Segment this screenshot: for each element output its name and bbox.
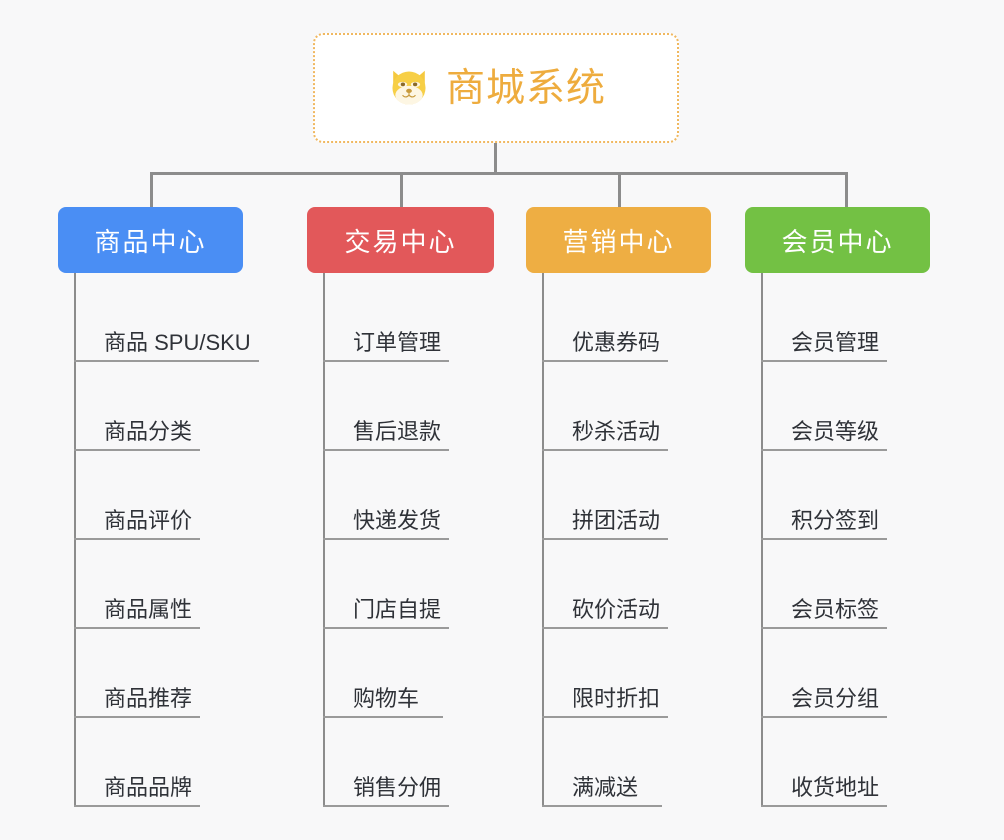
- leaf-label: 购物车: [323, 688, 443, 718]
- leaf-label: 秒杀活动: [542, 421, 669, 451]
- branch-title-2: 交易中心: [344, 226, 457, 257]
- branch-spine-4: [761, 273, 763, 807]
- list-item[interactable]: 销售分佣: [323, 718, 538, 807]
- list-item[interactable]: 会员分组: [761, 629, 961, 718]
- leaf-label: 砍价活动: [542, 599, 669, 629]
- list-item[interactable]: 商品 SPU/SKU: [74, 273, 314, 362]
- leaf-label: 限时折扣: [542, 688, 669, 718]
- list-item[interactable]: 会员等级: [761, 362, 961, 451]
- leaf-label: 收货地址: [761, 777, 888, 807]
- leaf-label: 商品 SPU/SKU: [74, 332, 259, 362]
- branch-spine-1: [74, 273, 76, 807]
- leaf-label: 积分签到: [761, 510, 888, 540]
- leaf-label: 商品分类: [74, 421, 201, 451]
- list-item[interactable]: 满减送: [542, 718, 742, 807]
- dog-face-icon: [386, 65, 432, 111]
- list-item[interactable]: 秒杀活动: [542, 362, 742, 451]
- leaf-label: 满减送: [542, 777, 662, 807]
- list-item[interactable]: 商品品牌: [74, 718, 314, 807]
- connector-horizontal-bus: [150, 172, 848, 175]
- leaf-label: 门店自提: [323, 599, 450, 629]
- list-item[interactable]: 商品推荐: [74, 629, 314, 718]
- list-item[interactable]: 售后退款: [323, 362, 538, 451]
- list-item[interactable]: 优惠券码: [542, 273, 742, 362]
- connector-drop-2: [400, 172, 403, 208]
- connector-drop-3: [618, 172, 621, 208]
- connector-drop-1: [150, 172, 153, 208]
- branch-title-3: 营销中心: [562, 226, 675, 257]
- branch-items-3: 优惠券码 秒杀活动 拼团活动 砍价活动 限时折扣 满减送: [542, 273, 742, 807]
- root-title: 商城系统: [445, 66, 606, 110]
- list-item[interactable]: 商品分类: [74, 362, 314, 451]
- list-item[interactable]: 会员管理: [761, 273, 961, 362]
- list-item[interactable]: 会员标签: [761, 540, 961, 629]
- leaf-label: 会员管理: [761, 332, 888, 362]
- branch-spine-3: [542, 273, 544, 807]
- leaf-label: 商品推荐: [74, 688, 201, 718]
- branch-header-4[interactable]: 会员中心: [745, 207, 930, 273]
- connector-root-stem: [494, 143, 497, 174]
- list-item[interactable]: 商品评价: [74, 451, 314, 540]
- leaf-label: 商品评价: [74, 510, 201, 540]
- branch-header-3[interactable]: 营销中心: [526, 207, 711, 273]
- leaf-label: 会员标签: [761, 599, 888, 629]
- list-item[interactable]: 快递发货: [323, 451, 538, 540]
- branch-header-1[interactable]: 商品中心: [58, 207, 243, 273]
- leaf-label: 会员等级: [761, 421, 888, 451]
- list-item[interactable]: 积分签到: [761, 451, 961, 540]
- leaf-label: 拼团活动: [542, 510, 669, 540]
- leaf-label: 会员分组: [761, 688, 888, 718]
- leaf-label: 订单管理: [323, 332, 450, 362]
- branch-header-2[interactable]: 交易中心: [307, 207, 494, 273]
- list-item[interactable]: 限时折扣: [542, 629, 742, 718]
- leaf-label: 商品属性: [74, 599, 201, 629]
- list-item[interactable]: 砍价活动: [542, 540, 742, 629]
- branch-items-2: 订单管理 售后退款 快递发货 门店自提 购物车 销售分佣: [323, 273, 538, 807]
- branch-title-4: 会员中心: [781, 226, 894, 257]
- branch-items-1: 商品 SPU/SKU 商品分类 商品评价 商品属性 商品推荐 商品品牌: [74, 273, 314, 807]
- list-item[interactable]: 购物车: [323, 629, 538, 718]
- list-item[interactable]: 订单管理: [323, 273, 538, 362]
- branch-title-1: 商品中心: [94, 226, 207, 257]
- branch-spine-2: [323, 273, 325, 807]
- list-item[interactable]: 商品属性: [74, 540, 314, 629]
- list-item[interactable]: 门店自提: [323, 540, 538, 629]
- leaf-label: 商品品牌: [74, 777, 201, 807]
- list-item[interactable]: 拼团活动: [542, 451, 742, 540]
- branch-items-4: 会员管理 会员等级 积分签到 会员标签 会员分组 收货地址: [761, 273, 961, 807]
- leaf-label: 售后退款: [323, 421, 450, 451]
- list-item[interactable]: 收货地址: [761, 718, 961, 807]
- leaf-label: 快递发货: [323, 510, 450, 540]
- leaf-label: 销售分佣: [323, 777, 450, 807]
- leaf-label: 优惠券码: [542, 332, 669, 362]
- connector-drop-4: [845, 172, 848, 208]
- root-node[interactable]: 商城系统: [313, 33, 679, 143]
